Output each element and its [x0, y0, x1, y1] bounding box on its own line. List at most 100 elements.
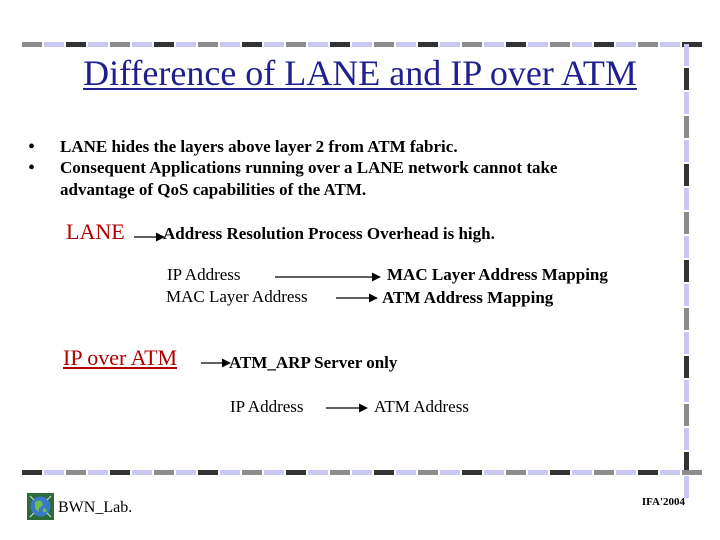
border-segment	[110, 42, 130, 47]
lane-map-1-from: IP Address	[167, 265, 241, 284]
border-segment	[572, 470, 592, 475]
border-segment	[506, 470, 526, 475]
border-segment	[440, 42, 460, 47]
border-segment	[22, 470, 42, 475]
border-segment	[44, 470, 64, 475]
border-segment	[484, 42, 504, 47]
border-segment	[352, 42, 372, 47]
border-segment	[44, 42, 64, 47]
border-segment	[198, 42, 218, 47]
border-segment	[264, 42, 284, 47]
border-segment	[462, 470, 482, 475]
border-segment	[594, 470, 614, 475]
border-segment	[684, 404, 689, 426]
border-segment	[528, 470, 548, 475]
border-segment	[684, 212, 689, 234]
border-segment	[308, 42, 328, 47]
border-segment	[550, 470, 570, 475]
ipoveratm-map-to: ATM Address	[374, 397, 469, 416]
border-segment	[684, 284, 689, 306]
border-segment	[682, 42, 702, 47]
border-segment	[242, 42, 262, 47]
border-segment	[66, 470, 86, 475]
border-segment	[506, 42, 526, 47]
border-segment	[660, 42, 680, 47]
border-segment	[132, 470, 152, 475]
border-segment	[550, 42, 570, 47]
border-segment	[396, 42, 416, 47]
border-segment	[330, 470, 350, 475]
border-segment	[242, 470, 262, 475]
lane-map-2-from: MAC Layer Address	[166, 287, 308, 306]
border-segment	[684, 332, 689, 354]
bullet-icon: •	[28, 136, 36, 158]
lane-note: Address Resolution Process Overhead is h…	[163, 224, 495, 243]
border-segment	[682, 470, 702, 475]
border-segment	[572, 42, 592, 47]
border-segment	[484, 470, 504, 475]
border-segment	[88, 42, 108, 47]
border-segment	[198, 470, 218, 475]
border-segment	[684, 260, 689, 282]
border-segment	[220, 470, 240, 475]
border-segment	[594, 42, 614, 47]
border-segment	[352, 470, 372, 475]
border-segment	[684, 188, 689, 210]
border-segment	[440, 470, 460, 475]
border-segment	[132, 42, 152, 47]
border-segment	[418, 42, 438, 47]
ipoveratm-map-from: IP Address	[230, 397, 304, 416]
border-segment	[330, 42, 350, 47]
border-segment	[264, 470, 284, 475]
border-segment	[176, 470, 196, 475]
border-segment	[660, 470, 680, 475]
border-segment	[638, 42, 658, 47]
lane-label: LANE	[66, 219, 125, 244]
footer-lab-name: BWN_Lab.	[58, 499, 133, 516]
border-segment	[638, 470, 658, 475]
border-segment	[308, 470, 328, 475]
footer-conference: IFA'2004	[641, 496, 685, 508]
border-segment	[684, 44, 689, 66]
border-segment	[286, 42, 306, 47]
border-segment	[684, 428, 689, 450]
border-segment	[88, 470, 108, 475]
ipoveratm-note: ATM_ARP Server only	[229, 353, 398, 372]
bullet-text-1: LANE hides the layers above layer 2 from…	[60, 137, 458, 156]
border-segment	[684, 380, 689, 402]
border-segment	[22, 42, 42, 47]
border-segment	[418, 470, 438, 475]
bullet-text-2: Consequent Applications running over a L…	[60, 158, 558, 177]
lane-map-2-to: ATM Address Mapping	[382, 288, 554, 307]
border-segment	[684, 92, 689, 114]
border-segment	[462, 42, 482, 47]
border-segment	[616, 470, 636, 475]
lane-map-1-to: MAC Layer Address Mapping	[387, 265, 608, 284]
border-segment	[684, 236, 689, 258]
border-segment	[176, 42, 196, 47]
slide-title: Difference of LANE and IP over ATM	[83, 53, 637, 93]
border-segment	[684, 476, 689, 498]
border-segment	[528, 42, 548, 47]
border-segment	[110, 470, 130, 475]
border-segment	[154, 470, 174, 475]
ipoveratm-label: IP over ATM	[63, 345, 178, 370]
border-segment	[684, 68, 689, 90]
border-segment	[684, 308, 689, 330]
border-segment	[154, 42, 174, 47]
globe-logo-icon	[27, 493, 54, 520]
border-segment	[616, 42, 636, 47]
border-segment	[286, 470, 306, 475]
border-segment	[374, 42, 394, 47]
border-segment	[684, 356, 689, 378]
border-segment	[66, 42, 86, 47]
border-segment	[396, 470, 416, 475]
border-segment	[684, 164, 689, 186]
border-segment	[684, 452, 689, 474]
border-segment	[684, 116, 689, 138]
border-segment	[374, 470, 394, 475]
border-segment	[684, 140, 689, 162]
bullet-icon: •	[28, 157, 36, 179]
